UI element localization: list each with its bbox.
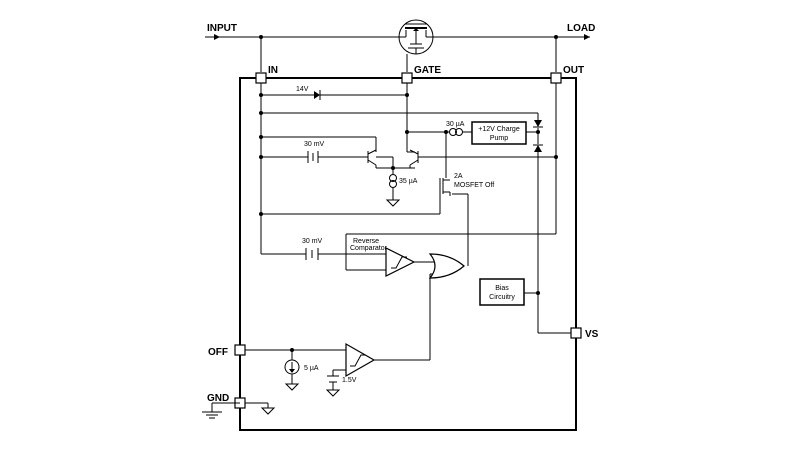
pin-out-label: OUT <box>563 65 584 76</box>
charge-pump-label-line1: +12V Charge <box>478 126 520 133</box>
mosfet-off-label-line2: MOSFET Off <box>454 182 494 189</box>
reverse-comparator-icon <box>385 247 416 277</box>
load-label: LOAD <box>567 23 595 34</box>
load-arrow-icon <box>584 34 590 40</box>
bias-circuitry-label-line2: Circuitry <box>489 294 515 301</box>
off-current-source-icon <box>284 359 300 391</box>
bias-current-label: 35 µA <box>399 178 418 185</box>
or-gate-icon <box>428 253 465 279</box>
input-label: INPUT <box>207 23 237 34</box>
internal-wiring <box>211 83 571 412</box>
pin-off <box>234 344 246 356</box>
zener-label: 14V <box>296 86 309 93</box>
offset-top-label: 30 mV <box>304 141 325 148</box>
bias-circuitry-label-line1: Bias <box>495 285 509 292</box>
current-source-icon <box>449 128 463 136</box>
pin-in-label: IN <box>268 65 278 76</box>
mosfet-off-label-line1: 2A <box>454 173 463 180</box>
charge-current-label: 30 µA <box>446 121 465 128</box>
battery-icon <box>307 151 319 163</box>
external-mosfet-icon <box>398 19 434 72</box>
pin-gate-label: GATE <box>414 65 441 76</box>
zener-diode-icon <box>314 90 321 100</box>
off-threshold-label: 1.5V <box>342 377 357 384</box>
ground-icon <box>385 199 401 207</box>
diode-icon <box>533 120 543 152</box>
power-line <box>205 34 590 72</box>
pin-out <box>550 72 562 84</box>
off-comparator-icon <box>345 342 376 378</box>
reverse-comparator-label-line2: Comparator <box>350 245 388 252</box>
pin-gnd-label: GND <box>207 393 229 404</box>
input-arrow-icon <box>214 34 220 40</box>
charge-pump-box <box>471 121 527 145</box>
offset-reverse-label: 30 mV <box>302 238 323 245</box>
charge-pump-label-line2: Pump <box>490 135 508 142</box>
reference-battery-icon <box>325 375 341 397</box>
pin-in <box>255 72 267 84</box>
off-current-label: 5 µA <box>304 365 319 372</box>
pin-gate <box>401 72 413 84</box>
reverse-battery-icon <box>305 248 319 260</box>
pin-vs-label: VS <box>585 329 599 340</box>
pin-off-label: OFF <box>208 347 228 358</box>
gnd-icon <box>202 407 276 419</box>
bias-current-source-icon <box>389 174 397 188</box>
reverse-comparator-label-line1: Reverse <box>353 238 379 245</box>
pin-vs <box>570 327 582 339</box>
bias-circuitry-box <box>479 278 525 306</box>
